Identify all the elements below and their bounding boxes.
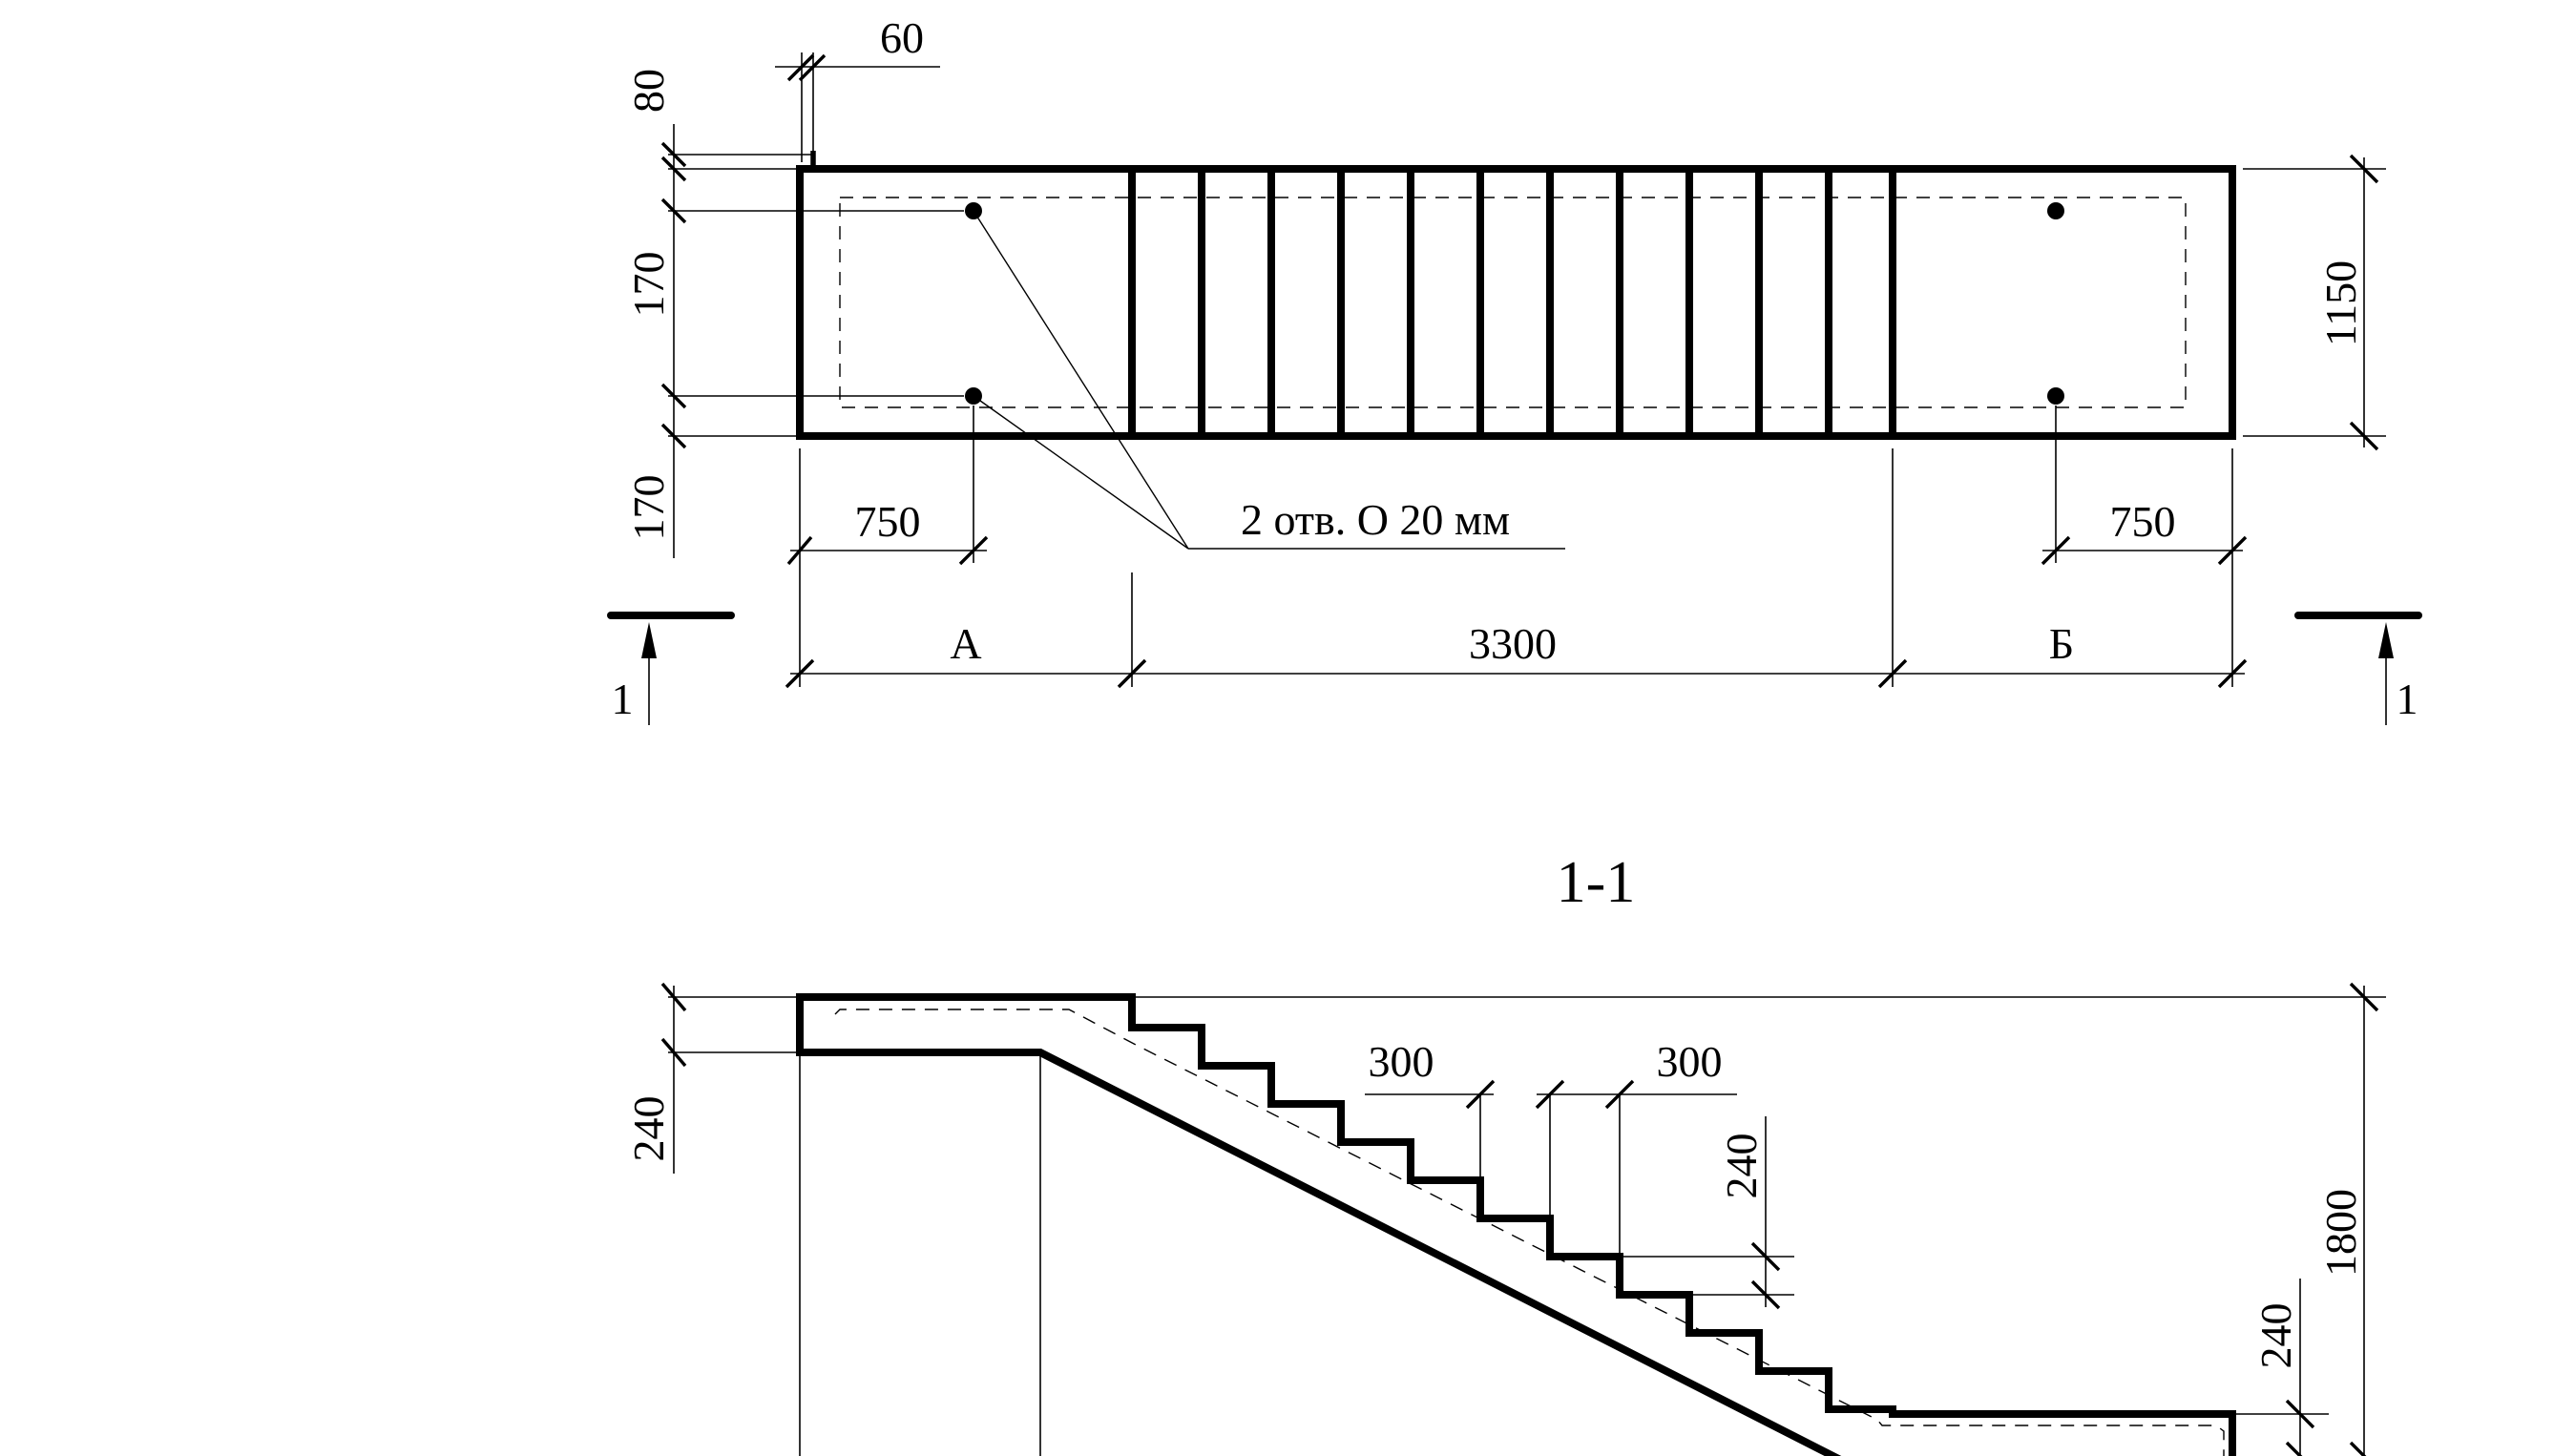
hole-marker — [2047, 202, 2064, 219]
section-title: 1-1 — [1557, 850, 1636, 915]
dim-240-right: 240 — [2251, 1303, 2300, 1369]
zone-b-label: Б — [2049, 619, 2074, 668]
section-mark-left: 1 — [612, 675, 634, 723]
plan-view: 2 отв. О 20 мм 80 170 170 60 — [607, 13, 2422, 725]
plan-left-dim-chain — [660, 124, 964, 558]
plan-750-dims — [786, 406, 2248, 566]
dim-300-tread-1: 300 — [1369, 1037, 1434, 1086]
holes-note: 2 отв. О 20 мм — [1241, 495, 1510, 544]
plan-hidden-outline — [839, 197, 2187, 408]
stair-hidden-line — [834, 1009, 2225, 1456]
plan-top-60-dim — [775, 52, 940, 162]
section-left-dim — [660, 982, 1041, 1456]
dim-1800: 1800 — [2316, 1189, 2365, 1277]
section-mark-right: 1 — [2397, 675, 2418, 723]
zone-a-label: А — [950, 619, 981, 668]
dim-300-tread-2: 300 — [1657, 1037, 1723, 1086]
dim-170-upper: 170 — [624, 252, 673, 318]
dim-240-riser: 240 — [1717, 1134, 1766, 1199]
dim-3300: 3300 — [1469, 619, 1557, 668]
dim-750-left: 750 — [855, 497, 921, 546]
plan-step-lines — [1128, 169, 1896, 436]
plan-bottom-dim-chain — [785, 448, 2248, 689]
dim-240-left: 240 — [624, 1096, 673, 1162]
dim-170-lower: 170 — [624, 475, 673, 541]
plan-right-1150-dim — [2243, 154, 2386, 451]
dim-60: 60 — [880, 13, 924, 62]
stair-profile — [796, 993, 2236, 1456]
riser-dim — [1620, 1116, 1794, 1310]
section-marker-left — [607, 612, 735, 725]
section-marker-right — [2294, 612, 2422, 725]
section-right-dims — [800, 982, 2386, 1456]
hole-marker — [2047, 387, 2064, 405]
holes-leader — [973, 210, 1565, 550]
plan-outline — [796, 165, 2236, 440]
dim-80: 80 — [624, 69, 673, 113]
tread-dims — [1365, 1079, 1737, 1257]
dim-750-right: 750 — [2110, 497, 2176, 546]
section-view: 1-1 240 300 300 — [624, 850, 2386, 1456]
dim-1150: 1150 — [2316, 260, 2365, 346]
